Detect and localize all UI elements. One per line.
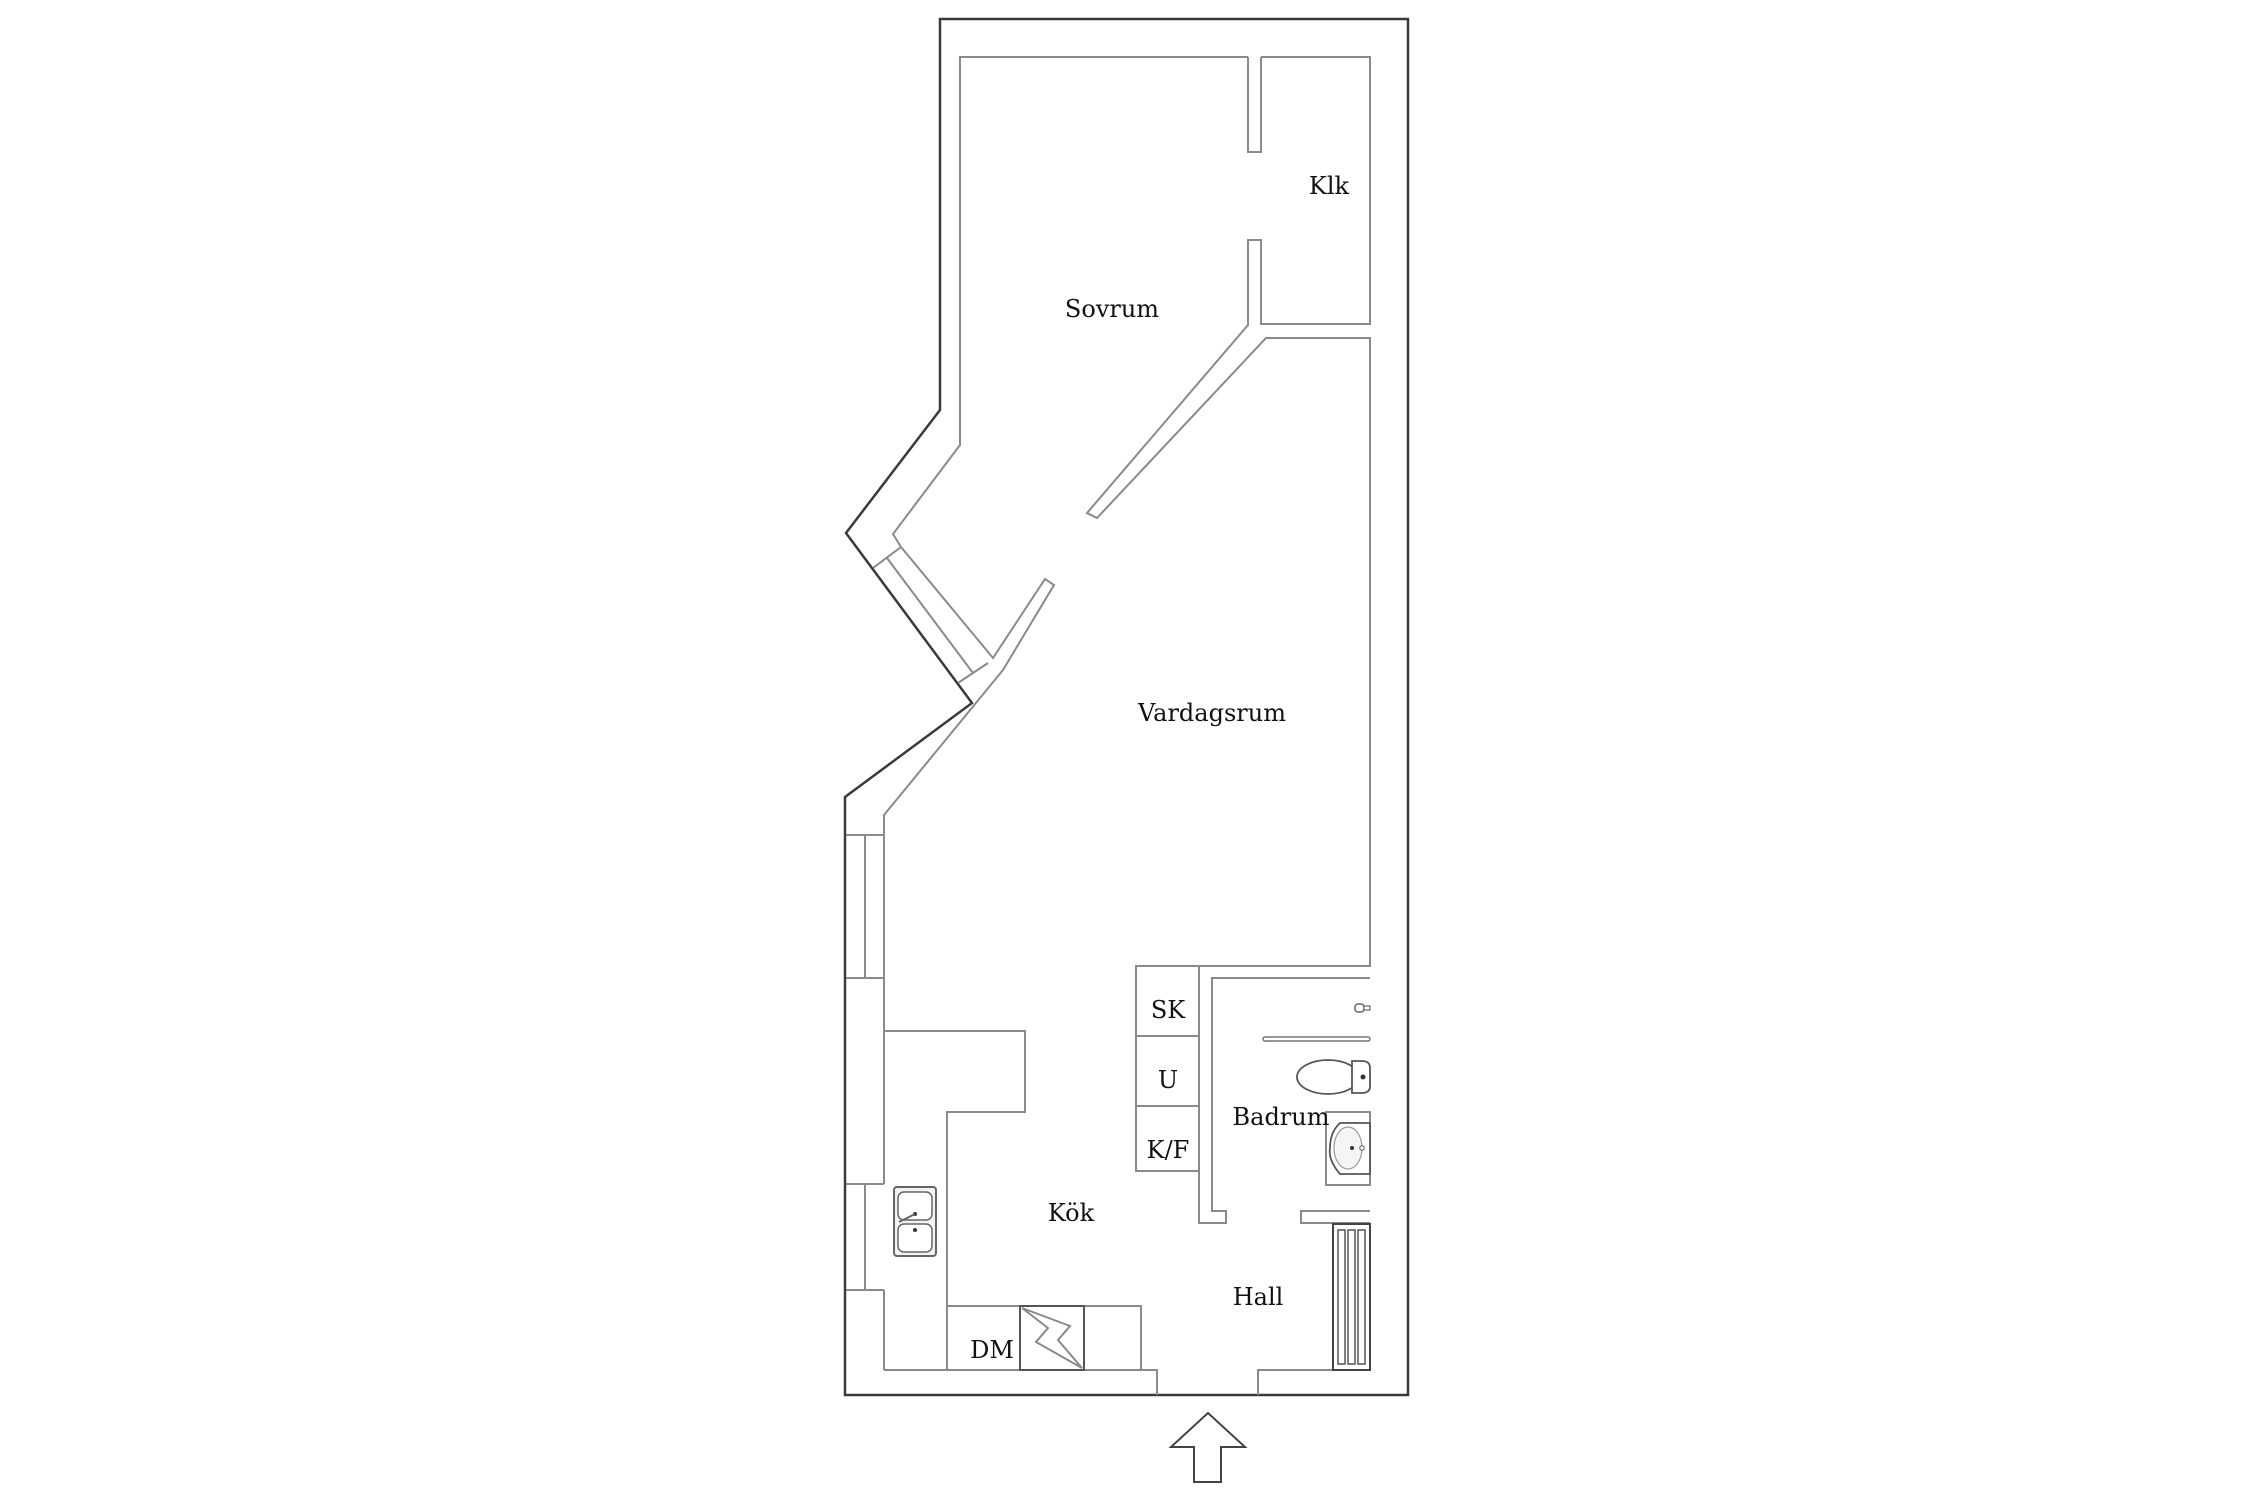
room-label-badrum: Badrum [1233,1103,1330,1131]
kitchen-sink-icon [893,1186,937,1257]
room-label-hall: Hall [1233,1283,1284,1311]
outer-walls [843,17,1410,1397]
room-label-sovrum: Sovrum [1065,295,1159,323]
shower-tap-icon [1354,1003,1371,1013]
washbasin-icon [1325,1111,1371,1186]
stove-icon [1019,1305,1085,1371]
room-label-klk: Klk [1309,172,1350,200]
room-label-vardagsrum: Vardagsrum [1137,699,1286,727]
appliance-label-u: U [1158,1066,1178,1094]
appliance-label-kf: K/F [1147,1136,1190,1164]
toilet-icon [1296,1059,1371,1095]
appliance-label-dm: DM [970,1336,1014,1364]
appliance-label-sk: SK [1151,996,1186,1024]
radiator-icon [1332,1223,1371,1371]
shower-rod-icon [1262,1036,1371,1042]
entrance-arrow-icon [1168,1411,1248,1483]
room-label-kok: Kök [1048,1199,1095,1227]
